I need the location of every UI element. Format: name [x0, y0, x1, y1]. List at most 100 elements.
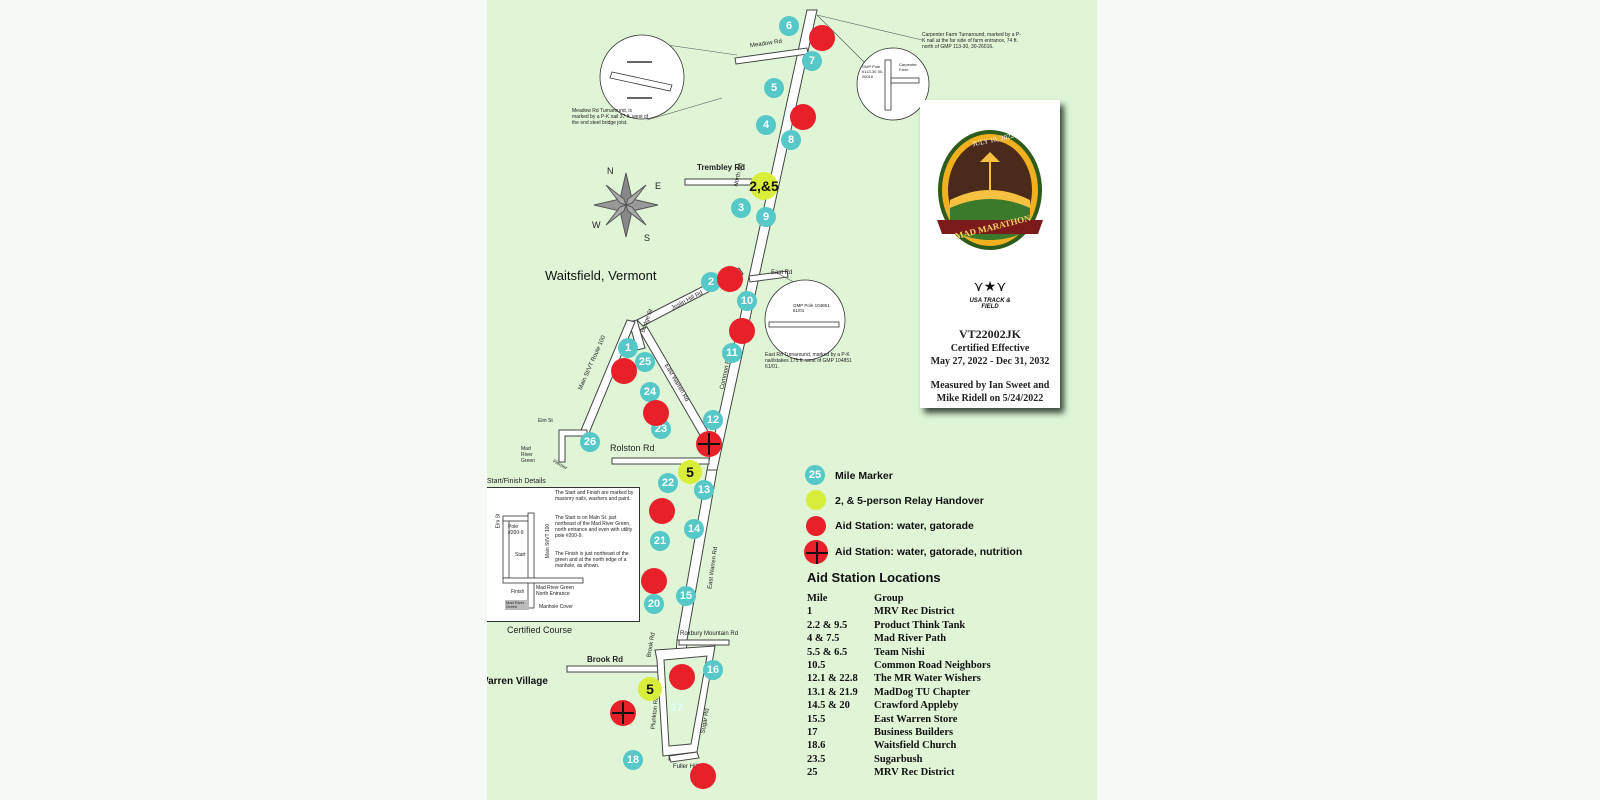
inset-green-entrance: Mad River Green North Entrance [536, 585, 575, 597]
carpenter-inset-pole: GMP Pole #113-30 30-26016 [862, 64, 884, 79]
mile-marker: 6 [779, 16, 799, 36]
carpenter-inset-farm: Carpenter Farm [899, 62, 917, 72]
aid-station-icon [729, 318, 755, 344]
aid-row-group: Business Builders [874, 726, 954, 738]
aid-row-group: Mad River Path [874, 633, 947, 645]
aid-row-group: Common Road Neighbors [874, 659, 991, 671]
aid-row-group: East Warren Store [874, 713, 958, 725]
road-fuller [668, 751, 700, 763]
road-label-roxbury: Roxbury Mountain Rd [680, 631, 739, 637]
aid-row-group: MRV Rec District [874, 606, 955, 618]
compass-n: N [607, 166, 614, 176]
aid-station-nutrition-icon [610, 700, 636, 726]
compass-e: E [655, 181, 662, 191]
road-roxbury [678, 639, 730, 646]
road-label-mad-river-green: Mad River Green [521, 446, 535, 464]
compass-w: W [592, 220, 601, 230]
aid-station-nutrition-icon [696, 431, 722, 457]
road-rolston [611, 457, 710, 465]
col-mile: Mile [807, 593, 828, 604]
road-label-brook: Brook Rd [587, 655, 623, 664]
mile-marker: 12 [703, 410, 723, 430]
compass-s: S [644, 233, 651, 243]
mile-marker: 2 [701, 272, 721, 292]
inset-start: Start [515, 552, 526, 558]
aid-station-icon [690, 763, 716, 789]
aid-row-mile: 2.2 & 9.5 [807, 619, 848, 631]
legend-aid-nutrition: Aid Station: water, gatorade, nutrition [835, 546, 1023, 558]
usatf-star-icon: ⋎★⋎ [973, 278, 1007, 294]
mile-marker: 25 [635, 352, 655, 372]
start-finish-box: The Start and Finish are marked by mason… [487, 487, 640, 622]
aid-station-icon [790, 104, 816, 130]
village-label: Warren Village [487, 676, 548, 687]
mile-marker: 20 [644, 594, 664, 614]
mile-marker: 15 [676, 586, 696, 606]
start-note-2: The Start is on Main St. just northeast … [555, 515, 633, 539]
aid-table-row: 1 MRV Rec District [807, 606, 991, 619]
aid-row-group: The MR Water Wishers [874, 673, 981, 685]
mile-marker: 13 [694, 480, 714, 500]
inset-elm: Elm St [495, 513, 502, 529]
aid-row-group: MRV Rec District [874, 767, 955, 779]
aid-station-icon [809, 25, 835, 51]
mile-marker: 8 [781, 130, 801, 150]
road-label-rolston: Rolston Rd [610, 443, 655, 453]
inset-manhole: Manhole Cover [539, 604, 573, 610]
aid-station-icon [643, 400, 669, 426]
legend-aid-nutrition-icon [804, 540, 828, 564]
legend-mile-marker: Mile Marker [835, 470, 893, 482]
mile-marker: 10 [737, 291, 757, 311]
mile-marker: 21 [650, 531, 670, 551]
aid-row-mile: 17 [807, 726, 818, 738]
aid-row-mile: 23.5 [807, 753, 826, 765]
relay-handover: 5 [638, 677, 662, 701]
cert-dates: May 27, 2022 - Dec 31, 2032 [930, 356, 1050, 367]
legend-mile-marker-icon: 25 [805, 465, 825, 485]
aid-table-row: 12.1 & 22.8 The MR Water Wishers [807, 673, 991, 686]
road-label-east-rd: East Rd [771, 270, 793, 276]
callout-meadow: Meadow Rd Turnaround, is marked by a P-K… [572, 108, 649, 126]
cert-effective: Certified Effective [950, 343, 1030, 354]
inset-pole: Pole #200-9 [508, 524, 524, 536]
aid-table-row: 15.5 East Warren Store [807, 714, 991, 727]
mile-marker: 3 [731, 198, 751, 218]
callout-east-rd: East Rd Turnaround, marked by a P-K nail… [765, 352, 852, 370]
aid-row-mile: 1 [807, 606, 813, 618]
aid-row-group: Sugarbush [874, 753, 923, 765]
road-label-fuller: Fuller Hill Rd [673, 764, 708, 770]
legend-aid-icon [806, 516, 826, 536]
cert-code: VT22002JK [958, 327, 1021, 341]
aid-row-mile: 12.1 & 22.8 [807, 673, 858, 685]
usatf-logo: USA TRACK & FIELD [969, 298, 1011, 310]
aid-row-mile: 5.5 & 6.5 [807, 646, 848, 658]
certificate-panel: JULY 10, 2022 MAD MARATHON ⋎★⋎ USA TRACK… [920, 100, 1060, 408]
mile-marker: 18 [623, 750, 643, 770]
road-label-trembley: Trembley Rd [697, 163, 746, 172]
cert-measured: Measured by Ian Sweet and Mike Ridell on… [930, 380, 1050, 404]
road-label-elm: Elm St [538, 418, 553, 424]
compass-rose-icon [593, 172, 659, 238]
aid-row-mile: 15.5 [807, 713, 826, 725]
mile-marker: 7 [802, 51, 822, 71]
aid-row-mile: 18.6 [807, 740, 826, 752]
mile-marker: 4 [756, 115, 776, 135]
aid-station-icon [669, 664, 695, 690]
aid-table-row: 17 Business Builders [807, 727, 991, 740]
certified-course-caption: Certified Course [507, 625, 573, 635]
mile-marker: 24 [640, 382, 660, 402]
mile-marker: 9 [756, 207, 776, 227]
mile-marker: 14 [684, 519, 704, 539]
inset-green: Mad River Green [506, 600, 525, 609]
course-map: N E S W Waitsfield, Vermont Warren Villa… [487, 0, 1097, 800]
start-finish-title: Start/Finish Details [487, 478, 546, 485]
aid-row-group: MadDog TU Chapter [874, 686, 971, 698]
aid-station-icon [641, 568, 667, 594]
